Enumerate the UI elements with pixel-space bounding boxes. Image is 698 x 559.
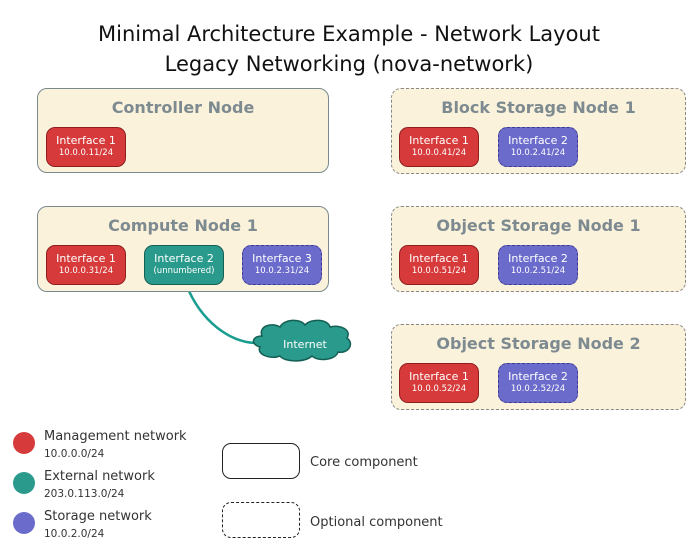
internet-cloud [252,319,352,362]
storage-network-swatch [13,512,35,534]
interface-label: Interface 2 [508,134,568,147]
interface-storage: Interface 2 10.0.2.51/24 [498,245,578,285]
interface-external: Interface 2 (unnumbered) [144,245,224,285]
optional-component-swatch [222,502,300,538]
node-title: Object Storage Node 2 [436,334,641,353]
interface-address: 10.0.2.41/24 [510,148,566,158]
node-title: Compute Node 1 [108,216,258,235]
legend-external-subnet: 203.0.113.0/24 [44,488,125,500]
diagram-subtitle: Legacy Networking (nova-network) [164,52,534,76]
interface-address: 10.0.0.31/24 [58,266,114,276]
legend-management-name: Management network [44,429,187,444]
interface-label: Interface 1 [409,370,469,383]
object-storage-node-2: Object Storage Node 2 Interface 1 10.0.0… [391,324,686,410]
interface-address: (unnumbered) [153,266,215,276]
interface-management: Interface 1 10.0.0.51/24 [399,245,479,285]
external-network-swatch [13,472,35,494]
core-component-swatch [222,443,300,479]
legend-management-subnet: 10.0.0.0/24 [44,448,105,460]
interface-address: 10.0.2.52/24 [510,384,566,394]
legend-external-name: External network [44,469,155,484]
interface-management: Interface 1 10.0.0.52/24 [399,363,479,403]
legend-core-label: Core component [310,455,418,470]
legend-storage-subnet: 10.0.2.0/24 [44,528,105,540]
interface-address: 10.0.0.41/24 [411,148,467,158]
interface-management: Interface 1 10.0.0.11/24 [46,127,126,167]
controller-node: Controller Node Interface 1 10.0.0.11/24 [37,88,329,173]
interface-address: 10.0.2.51/24 [510,266,566,276]
interface-label: Interface 1 [56,134,116,147]
interface-address: 10.0.0.52/24 [411,384,467,394]
legend-storage-name: Storage network [44,509,152,524]
block-storage-node: Block Storage Node 1 Interface 1 10.0.0.… [391,88,686,174]
interface-storage: Interface 2 10.0.2.41/24 [498,127,578,167]
interface-address: 10.0.0.51/24 [411,266,467,276]
interface-storage: Interface 2 10.0.2.52/24 [498,363,578,403]
interface-storage: Interface 3 10.0.2.31/24 [242,245,322,285]
legend-optional-label: Optional component [310,515,443,530]
interface-label: Interface 2 [508,370,568,383]
interface-label: Interface 1 [56,252,116,265]
interface-address: 10.0.2.31/24 [254,266,310,276]
interface-management: Interface 1 10.0.0.31/24 [46,245,126,285]
interface-label: Interface 1 [409,134,469,147]
interface-label: Interface 3 [252,252,312,265]
interface-label: Interface 2 [508,252,568,265]
interface-label: Interface 2 [154,252,214,265]
compute-node: Compute Node 1 Interface 1 10.0.0.31/24 … [37,206,329,292]
interface-management: Interface 1 10.0.0.41/24 [399,127,479,167]
node-title: Block Storage Node 1 [441,98,636,117]
diagram-title: Minimal Architecture Example - Network L… [98,22,600,46]
node-title: Object Storage Node 1 [436,216,641,235]
interface-address: 10.0.0.11/24 [58,148,114,158]
internet-label: Internet [283,338,327,351]
management-network-swatch [13,432,35,454]
node-title: Controller Node [111,98,255,117]
interface-label: Interface 1 [409,252,469,265]
external-link-line [184,283,263,345]
object-storage-node-1: Object Storage Node 1 Interface 1 10.0.0… [391,206,686,292]
